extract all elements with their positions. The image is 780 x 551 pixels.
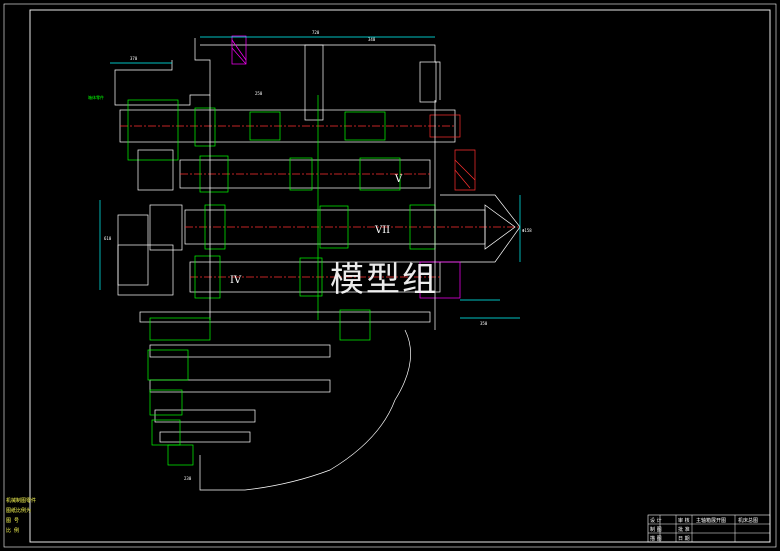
title-block-title: 主轴箱展开图	[696, 517, 726, 524]
dim-top-2: 340	[368, 37, 376, 42]
title-row-3-c1: 描 图	[650, 535, 662, 542]
dim-right: Φ158	[522, 228, 532, 233]
title-row-1-c3: 审 核	[678, 517, 690, 524]
shaft-label-vii: VII	[374, 225, 390, 236]
dim-top-1: 720	[312, 30, 320, 35]
side-note-3: 图 号	[6, 518, 20, 524]
title-block-subtitle: 机床总图	[738, 517, 758, 524]
inner-frame	[29, 9, 771, 543]
shaft-label-iv: IV	[230, 275, 242, 286]
outer-frame	[3, 3, 777, 548]
dim-left-1: 610	[104, 236, 112, 241]
side-note-2: 图纸比例为	[6, 508, 32, 514]
dim-bottom-1: 230	[184, 476, 192, 481]
shaft-label-v: V	[394, 174, 403, 185]
title-block: 主轴箱展开图 机床总图 设 计 审 核 制 图 批 准 描 图 日 期	[647, 514, 771, 543]
title-row-1-c1: 设 计	[650, 517, 662, 524]
title-row-3-c3: 日 期	[678, 536, 690, 542]
side-note-4: 比 例	[6, 528, 20, 534]
side-note-1: 机械制图零件	[6, 498, 37, 504]
dim-left-2: 370	[130, 56, 138, 61]
title-row-2-c1: 制 图	[650, 526, 662, 533]
callout-green: 箱体零件	[88, 94, 104, 100]
dim-bottom-2: 350	[480, 321, 488, 326]
gearbox-assembly	[99, 35, 521, 491]
watermark: 模型组	[330, 260, 438, 300]
title-row-2-c3: 批 准	[678, 526, 690, 533]
dim-top-3: 250	[255, 91, 263, 96]
